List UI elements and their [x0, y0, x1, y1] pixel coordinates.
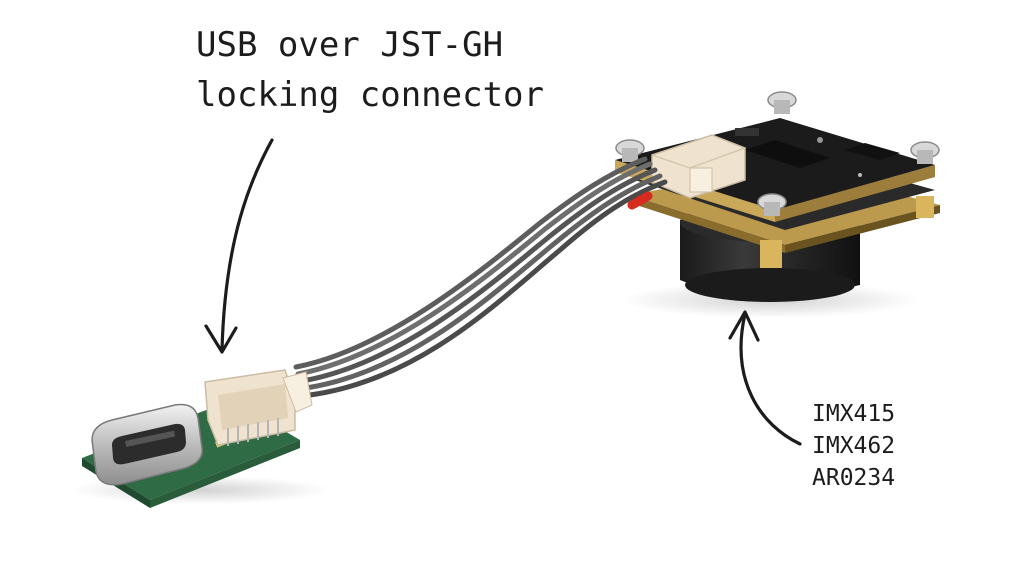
annotation-line-1: USB over JST-GH — [196, 25, 504, 65]
usb-breakout-board — [82, 369, 313, 508]
cable-bundle — [293, 156, 668, 398]
sensor-list: IMX415 IMX462 AR0234 — [812, 398, 992, 494]
sensor-ar0234: AR0234 — [812, 465, 896, 491]
arrow-to-camera-lens — [728, 310, 802, 446]
arrow-to-jst-connector — [204, 138, 274, 354]
camera-module — [615, 91, 940, 302]
annotation-line-2: locking connector — [196, 75, 544, 115]
usb-jst-annotation: USB over JST-GH locking connector — [196, 20, 616, 120]
sensor-imx415: IMX415 — [812, 401, 896, 427]
sensor-imx462: IMX462 — [812, 433, 896, 459]
